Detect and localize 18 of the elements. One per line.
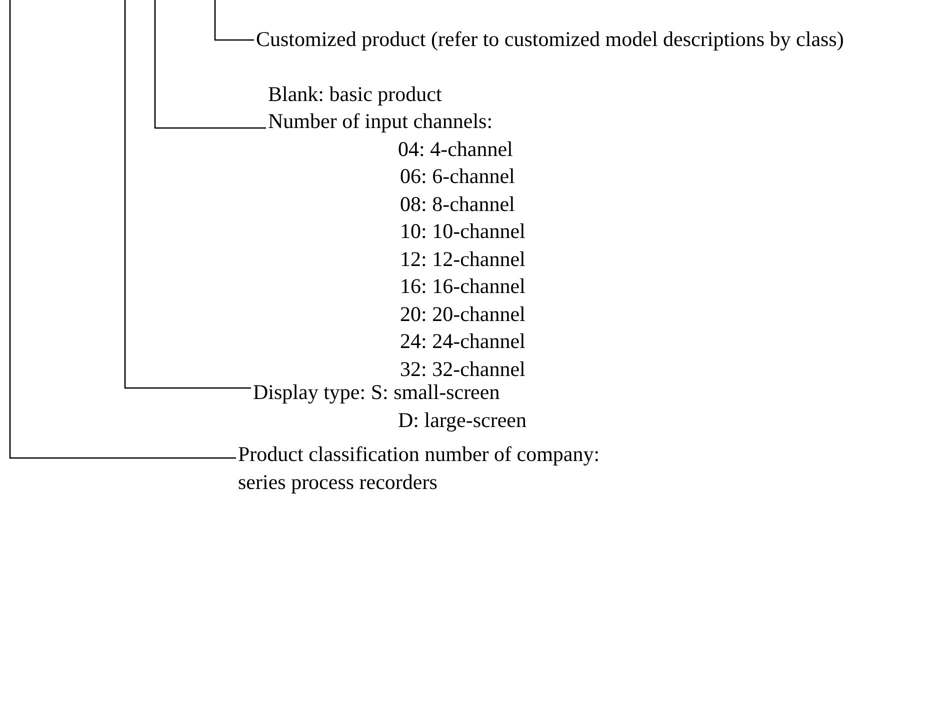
option-text: 20: 20-channel xyxy=(400,300,526,328)
option-text: 24: 24-channel xyxy=(400,328,526,355)
leader-line xyxy=(154,0,266,129)
option-text: D: large-screen xyxy=(398,406,526,434)
description-text: Customized product (refer to customized model descriptions by class) xyxy=(256,26,845,53)
option-text: 08: 8-channel xyxy=(400,190,515,218)
option-text: 04: 4-channel xyxy=(398,136,513,162)
leader-line xyxy=(124,0,251,389)
option-text: 06: 6-channel xyxy=(400,163,515,190)
description-text: Product classification number of company: xyxy=(238,441,600,468)
option-text: series process recorders xyxy=(238,468,438,496)
option-text: 16: 16-channel xyxy=(400,273,526,300)
leader-line xyxy=(9,0,236,459)
option-text: Blank: basic product xyxy=(268,81,442,108)
description-text: Number of input channels: xyxy=(268,108,493,135)
option-text: 10: 10-channel xyxy=(400,218,526,245)
option-text: 12: 12-channel xyxy=(400,246,526,272)
leader-line xyxy=(214,0,254,41)
